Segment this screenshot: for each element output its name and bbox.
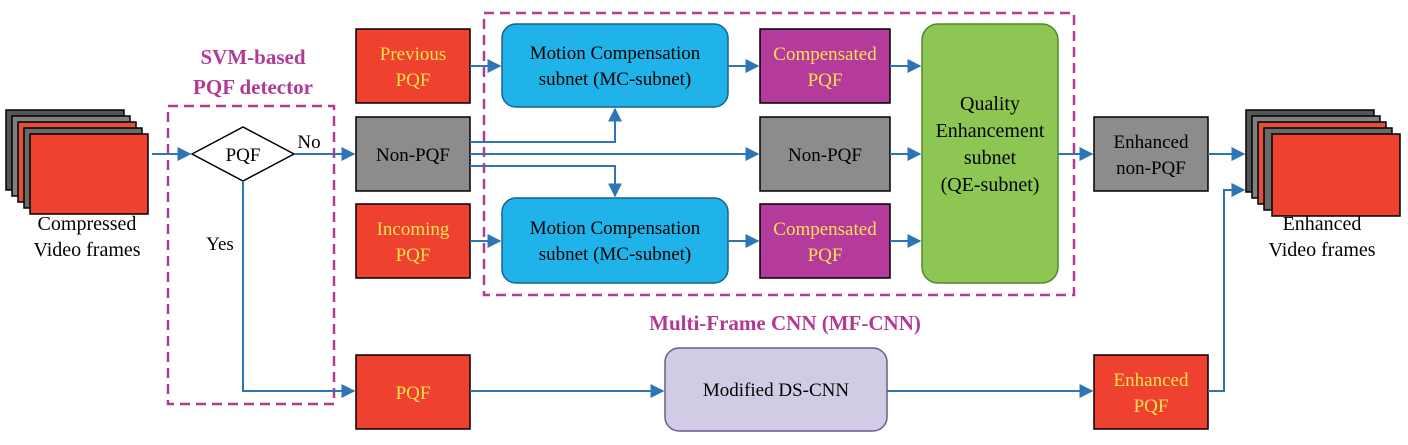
detector-dashed-region	[166, 104, 336, 406]
compensated-pqf-bottom	[759, 203, 891, 279]
enhanced-non-pqf-line1: Enhanced	[1114, 132, 1189, 153]
enhanced-pqf-line1: Enhanced	[1114, 370, 1189, 391]
incoming-pqf-line1: Incoming	[377, 219, 450, 240]
yes-label: Yes	[206, 234, 234, 255]
ds-cnn-box	[664, 347, 888, 432]
input-label-line1: Compressed	[38, 213, 137, 235]
non-pqf-input-box	[355, 116, 471, 192]
pqf-box	[355, 354, 471, 430]
non-pqf-input-label: Non-PQF	[376, 145, 450, 166]
arrow-enhanced-pqf-to-output	[1208, 183, 1246, 392]
output-label-line1: Enhanced	[1283, 213, 1362, 235]
compensated-pqf-top	[759, 28, 891, 104]
decision-label: PQF	[226, 145, 261, 166]
detector-title-line2: PQF detector	[193, 75, 313, 99]
previous-pqf-line1: Previous	[380, 44, 447, 65]
output-frames-stack	[1245, 109, 1401, 217]
qe-line4: (QE-subnet)	[941, 174, 1040, 196]
incoming-pqf-box	[355, 203, 471, 279]
mc-bottom-line1: Motion Compensation	[530, 218, 701, 239]
comp-bottom-line2: PQF	[808, 245, 843, 266]
output-label-line2: Video frames	[1268, 239, 1375, 261]
enhanced-non-pqf-line2: non-PQF	[1116, 158, 1186, 179]
ds-cnn-label: Modified DS-CNN	[703, 380, 849, 401]
non-pqf-mid-box	[759, 116, 891, 192]
mc-top-line2: subnet (MC-subnet)	[539, 69, 692, 90]
enhanced-pqf-line2: PQF	[1134, 396, 1169, 417]
incoming-pqf-line2: PQF	[396, 245, 431, 266]
comp-top-line1: Compensated	[773, 44, 877, 65]
qe-line3: subnet	[964, 147, 1017, 169]
comp-bottom-line1: Compensated	[773, 219, 877, 240]
arrow-non-pqf-to-mc-top	[470, 107, 622, 143]
mc-subnet-bottom	[501, 197, 729, 284]
mfcnn-label: Multi-Frame CNN (MF-CNN)	[649, 311, 921, 335]
flow-arrows	[152, 59, 1246, 398]
detector-title-line1: SVM-based	[200, 45, 305, 69]
input-frames-stack	[5, 109, 149, 215]
previous-pqf-box	[355, 28, 471, 104]
arrow-non-pqf-to-mc-bottom	[470, 165, 622, 198]
enhanced-pqf-box	[1093, 354, 1209, 430]
mc-top-line1: Motion Compensation	[530, 43, 701, 64]
mc-bottom-line2: subnet (MC-subnet)	[539, 244, 692, 265]
enhanced-non-pqf-box	[1093, 116, 1209, 192]
qe-line2: Enhancement	[936, 120, 1045, 142]
qe-line1: Quality	[960, 93, 1020, 115]
no-label: No	[297, 132, 320, 153]
input-label-line2: Video frames	[33, 239, 140, 261]
previous-pqf-line2: PQF	[396, 70, 431, 91]
pqf-label: PQF	[396, 383, 431, 404]
mc-subnet-top	[501, 23, 729, 108]
arrow-yes-to-pqf	[242, 181, 356, 398]
comp-top-line2: PQF	[808, 70, 843, 91]
non-pqf-mid-label: Non-PQF	[788, 145, 862, 166]
